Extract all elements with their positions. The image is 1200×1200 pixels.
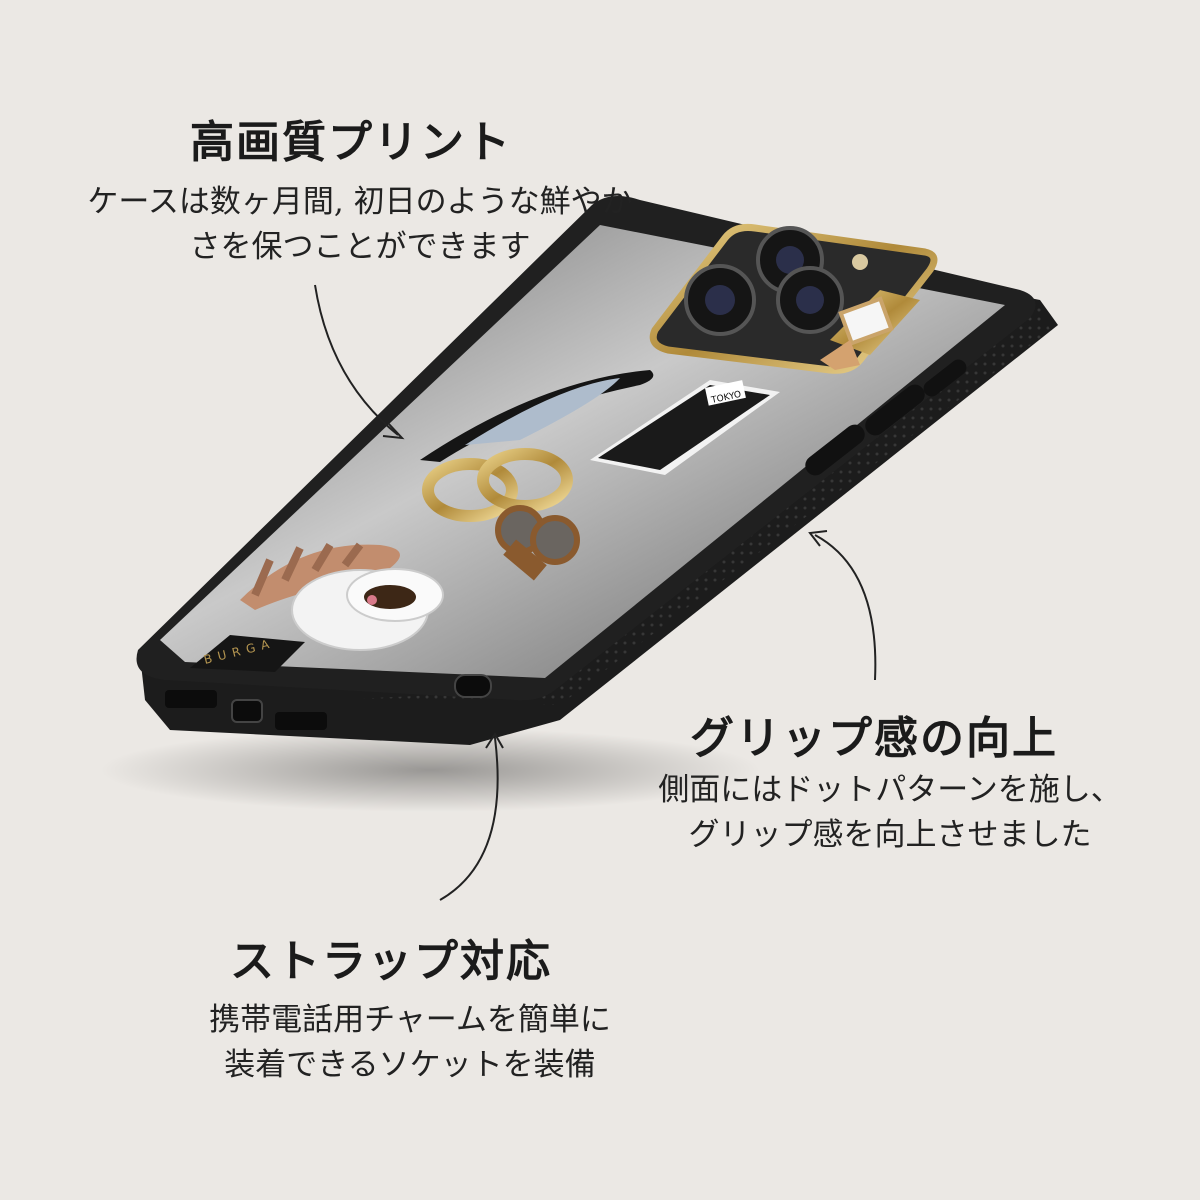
strap-feature-title: ストラップ対応 [230,936,552,987]
lipstick-pen-icon [420,370,654,462]
usb-port [231,699,263,723]
coffee-cup-icon [291,568,444,651]
watch-icon [820,290,920,370]
print-feature-desc: ケースは数ヶ月間, 初日のような鮮やか さを保つことができます [50,180,670,270]
print-feature-line2: さを保つことができます [189,228,531,265]
grip-feature-desc: 側面にはドットパターンを施し、 グリップ感を向上させました [610,768,1170,858]
speaker-grille-right [275,712,327,730]
volume-up-button [865,384,925,436]
grip-feature-line1: 側面にはドットパターンを施し、 [658,772,1122,808]
strap-feature-desc: 携帯電話用チャームを簡単に 装着できるソケットを装備 [130,998,690,1088]
strap-feature-line1: 携帯電話用チャームを簡単に [209,1002,611,1038]
phone-shadow [100,728,760,812]
strap-feature-line2: 装着できるソケットを装備 [224,1046,596,1083]
sunglasses-icon [495,505,580,581]
arrow-head-print [382,422,405,440]
grip-feature-line2: グリップ感を向上させました [688,816,1092,853]
notebook-icon: TOKYO [590,380,780,475]
print-feature-title: 高画質プリント [190,117,512,168]
grip-feature-title: グリップ感の向上 [690,713,1058,764]
arrow-icon [439,737,499,901]
arrow-icon [814,534,877,681]
brand-plate [190,635,305,672]
volume-down-button [805,424,865,476]
arrow-head-strap [485,732,504,749]
power-button [923,359,967,397]
print-feature-line1: ケースは数ヶ月間, 初日のような鮮やか [87,184,633,220]
strap-socket [454,674,492,698]
speaker-grille-left [165,690,217,708]
arrow-icon [314,284,399,436]
arrow-head-grip [808,530,828,547]
